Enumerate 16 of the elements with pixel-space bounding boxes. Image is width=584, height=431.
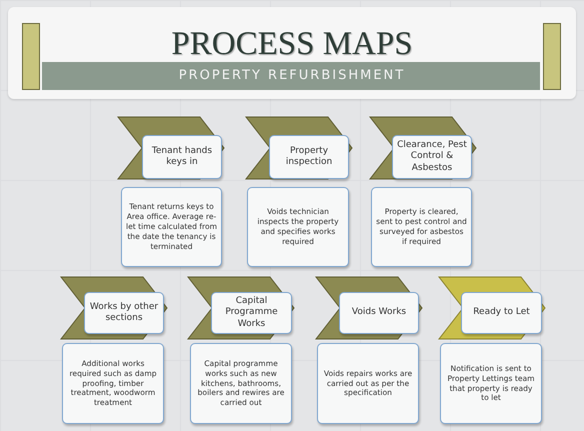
step-title: Voids Works (352, 307, 406, 319)
step-description-box (317, 343, 419, 424)
step-title: Capital Programme Works (224, 296, 279, 330)
step-description-box (121, 187, 222, 267)
step-description-box (371, 187, 472, 267)
step-title: Tenant hands keys in (150, 146, 214, 168)
title: PROCESS MAPS (170, 26, 414, 62)
step-description-box (247, 187, 349, 267)
step-description-box (62, 343, 164, 424)
step-title: Property inspection (284, 146, 334, 168)
step-title: Clearance, Pest Control & Asbestos (397, 140, 467, 174)
step-description-box (440, 343, 542, 424)
step-title: Ready to Let (473, 307, 530, 319)
step-title: Works by other sections (89, 302, 159, 324)
subtitle: PROPERTY REFURBISHMENT (178, 67, 406, 85)
step-description-box (190, 343, 292, 424)
